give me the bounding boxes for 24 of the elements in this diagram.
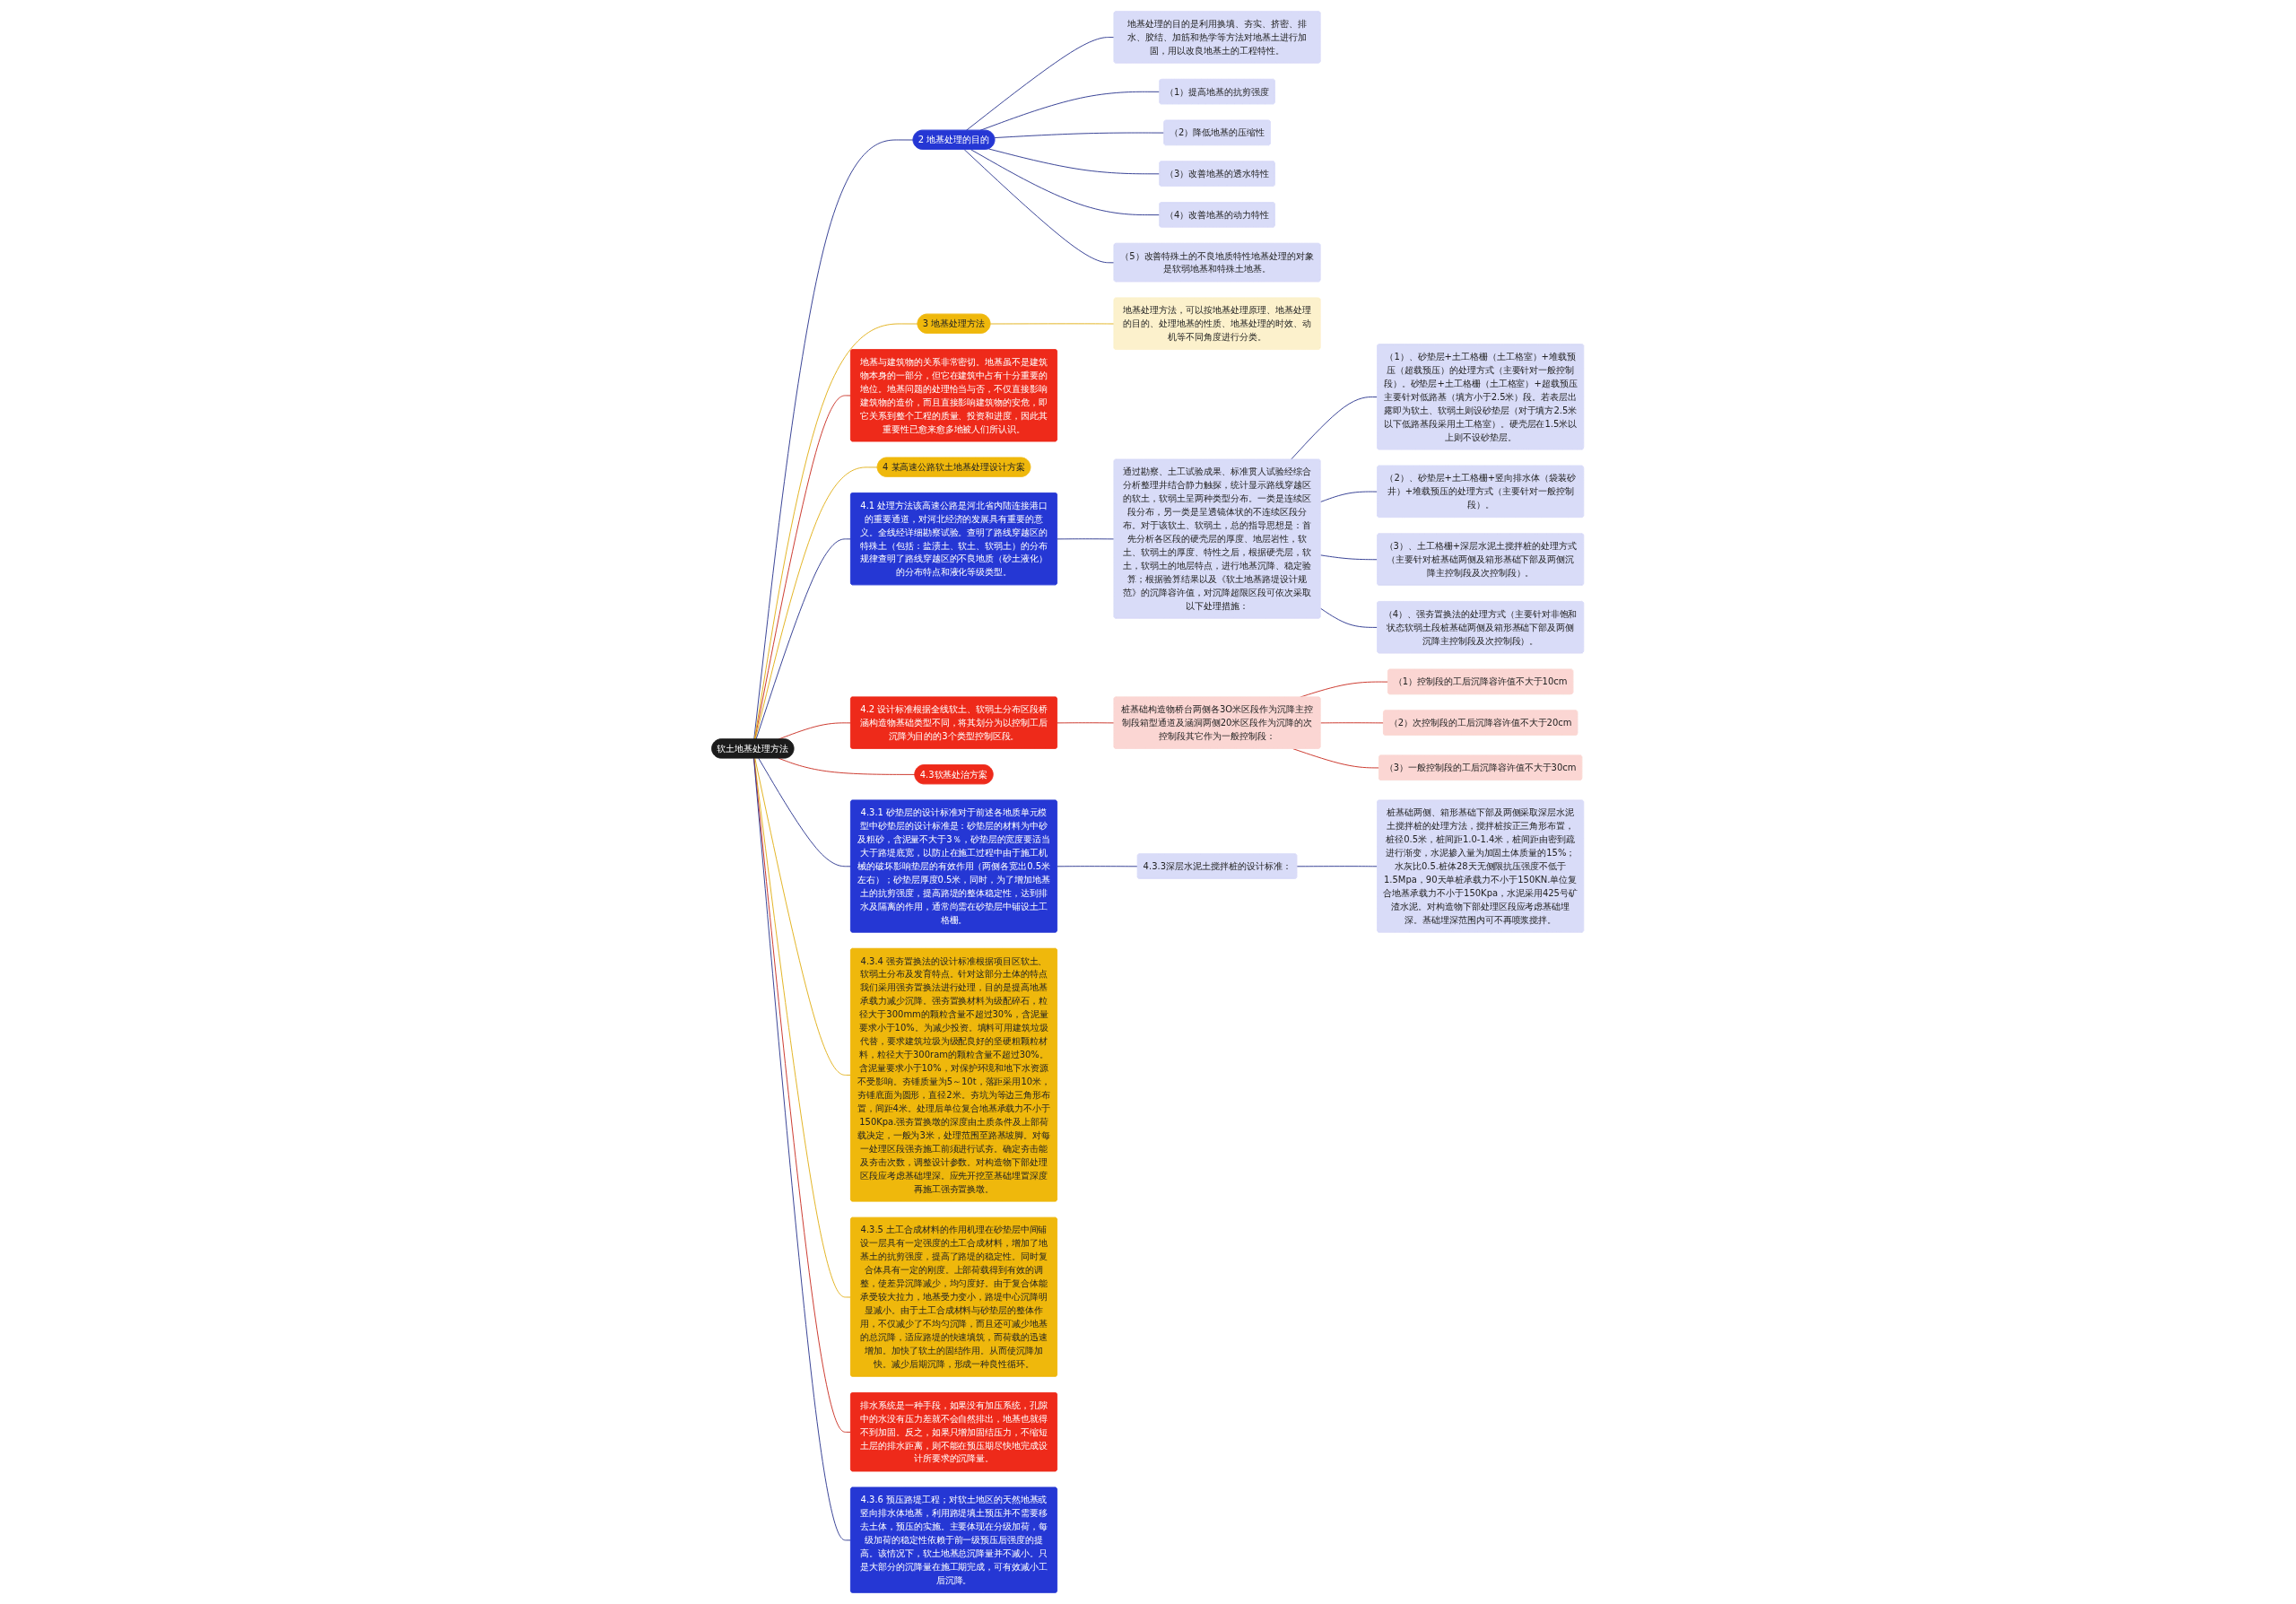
connector bbox=[1057, 722, 1115, 724]
connector bbox=[970, 149, 1161, 216]
connector bbox=[990, 323, 1115, 325]
connector bbox=[754, 395, 852, 740]
connector bbox=[1292, 748, 1380, 769]
connector bbox=[988, 148, 1161, 175]
connector bbox=[755, 466, 879, 740]
connector bbox=[753, 139, 915, 740]
connector bbox=[1320, 554, 1378, 561]
connector bbox=[755, 538, 852, 740]
connector bbox=[1057, 866, 1139, 867]
connector bbox=[1057, 538, 1115, 540]
connector bbox=[754, 323, 919, 740]
connector bbox=[1291, 397, 1378, 460]
connector bbox=[753, 757, 852, 1298]
connector bbox=[1320, 722, 1385, 724]
connector bbox=[1320, 607, 1378, 628]
connector bbox=[1320, 491, 1378, 502]
connector bbox=[966, 37, 1115, 131]
connector bbox=[754, 757, 852, 1076]
connector bbox=[1296, 866, 1378, 867]
connector bbox=[994, 132, 1165, 139]
connector bbox=[758, 757, 852, 867]
connector bbox=[964, 149, 1115, 264]
